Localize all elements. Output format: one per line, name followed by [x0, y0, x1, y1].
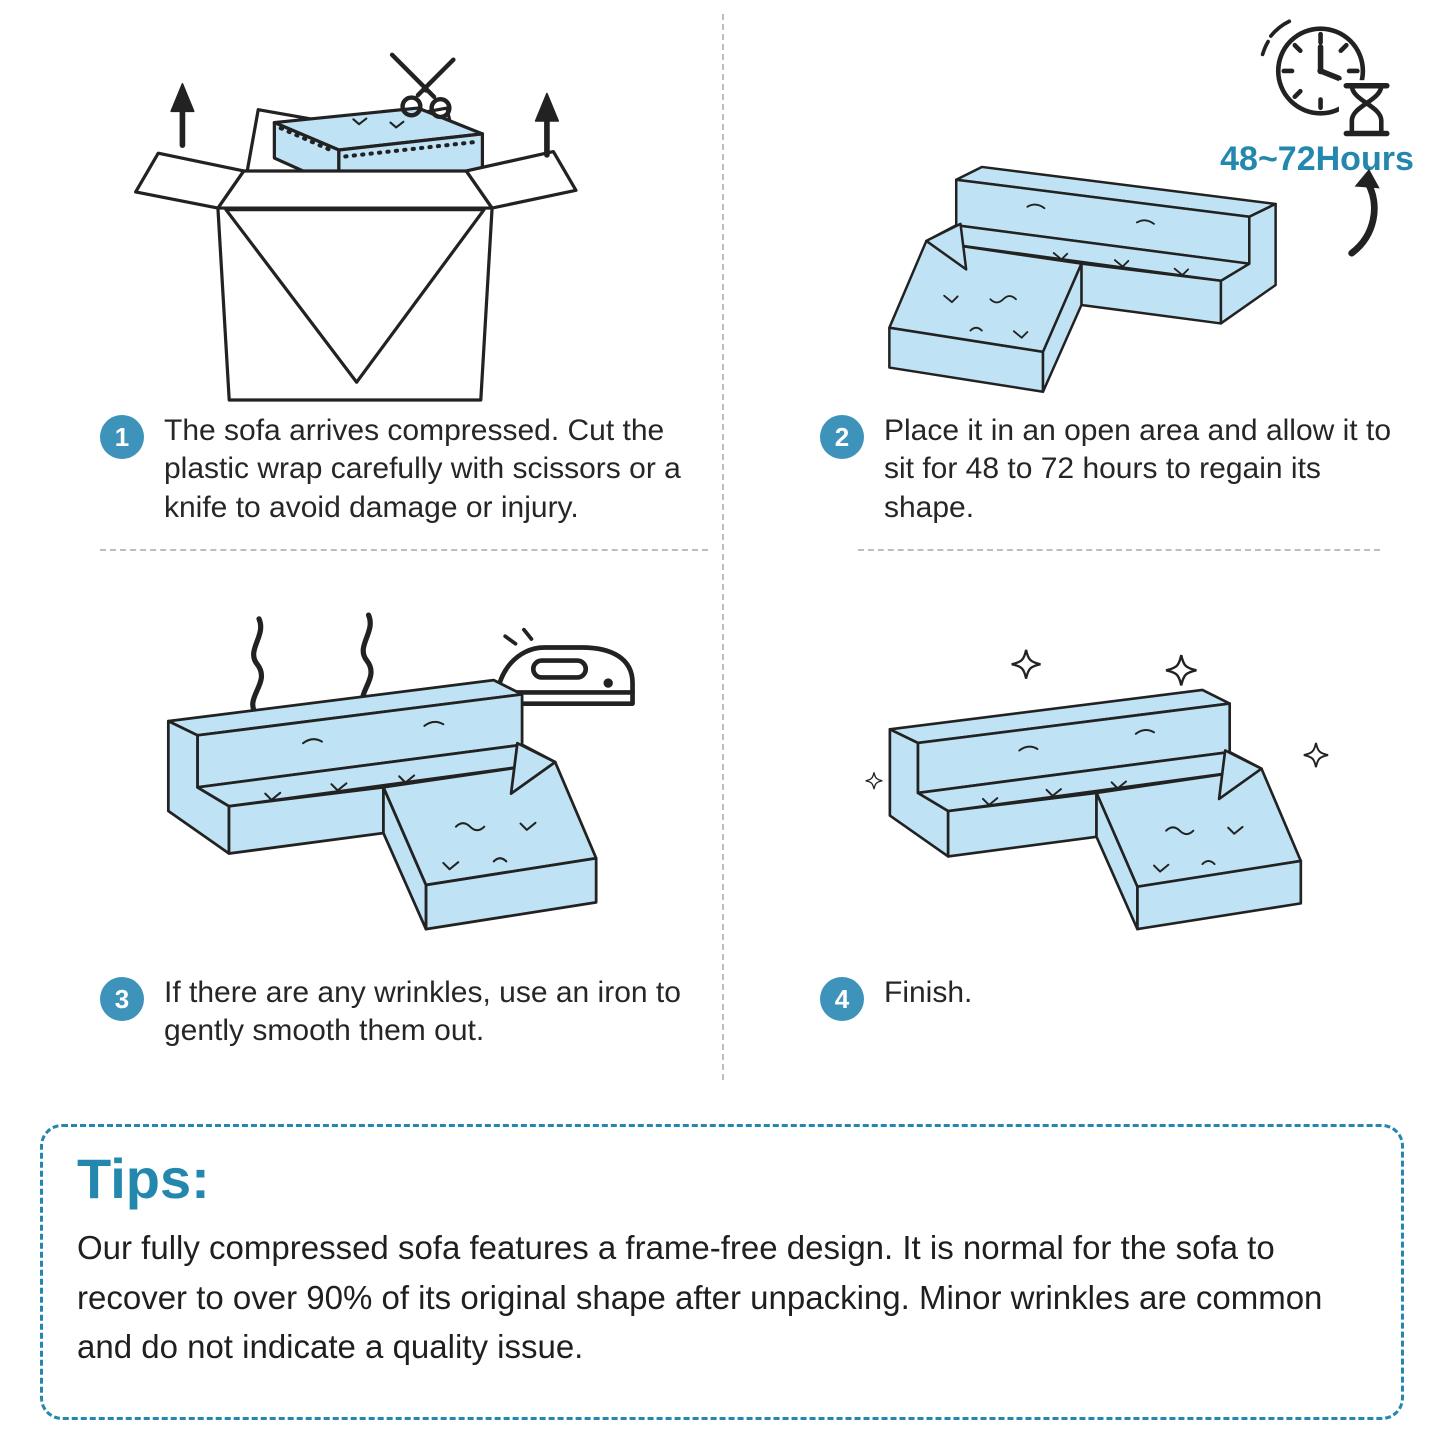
sofa-illustration-ironing: [166, 678, 598, 931]
clock-hourglass-icon: [1260, 19, 1393, 140]
step-2-number-badge: 2: [820, 415, 864, 459]
step-3-number-badge: 3: [100, 977, 144, 1021]
scissors-icon: [389, 52, 456, 120]
step-2-caption: 2 Place it in an open area and allow it …: [820, 412, 1420, 527]
step-1-description: The sofa arrives compressed. Cut the pla…: [164, 414, 681, 524]
step-3-description: If there are any wrinkles, use an iron t…: [164, 976, 681, 1048]
curved-arrow-up-icon: [1348, 169, 1380, 257]
horizontal-divider-left: [100, 549, 708, 551]
arrow-up-icon: [170, 83, 560, 158]
compressed-sofa-box-illustration: [134, 52, 578, 402]
step-3-caption: 3 If there are any wrinkles, use an iron…: [100, 974, 740, 1051]
tips-heading: Tips:: [77, 1147, 210, 1210]
step-4-number-badge: 4: [820, 977, 864, 1021]
sofa-illustration-finished: [864, 648, 1330, 931]
step-2-description: Place it in an open area and allow it to…: [884, 414, 1391, 524]
step-4-description: Finish.: [884, 976, 973, 1009]
sofa-illustration-resting: [888, 165, 1277, 393]
tips-box: Tips: Our fully compressed sofa features…: [40, 1124, 1404, 1420]
step-1-caption: 1 The sofa arrives compressed. Cut the p…: [100, 412, 744, 527]
step-1-number-badge: 1: [100, 415, 144, 459]
step-4-caption: 4 Finish.: [820, 974, 1220, 1021]
vertical-divider: [722, 14, 724, 1080]
horizontal-divider-right: [858, 549, 1380, 551]
tips-body: Our fully compressed sofa features a fra…: [77, 1229, 1323, 1366]
hourglass-icon: [1338, 80, 1393, 140]
duration-label: 48~72Hours: [1220, 140, 1414, 178]
